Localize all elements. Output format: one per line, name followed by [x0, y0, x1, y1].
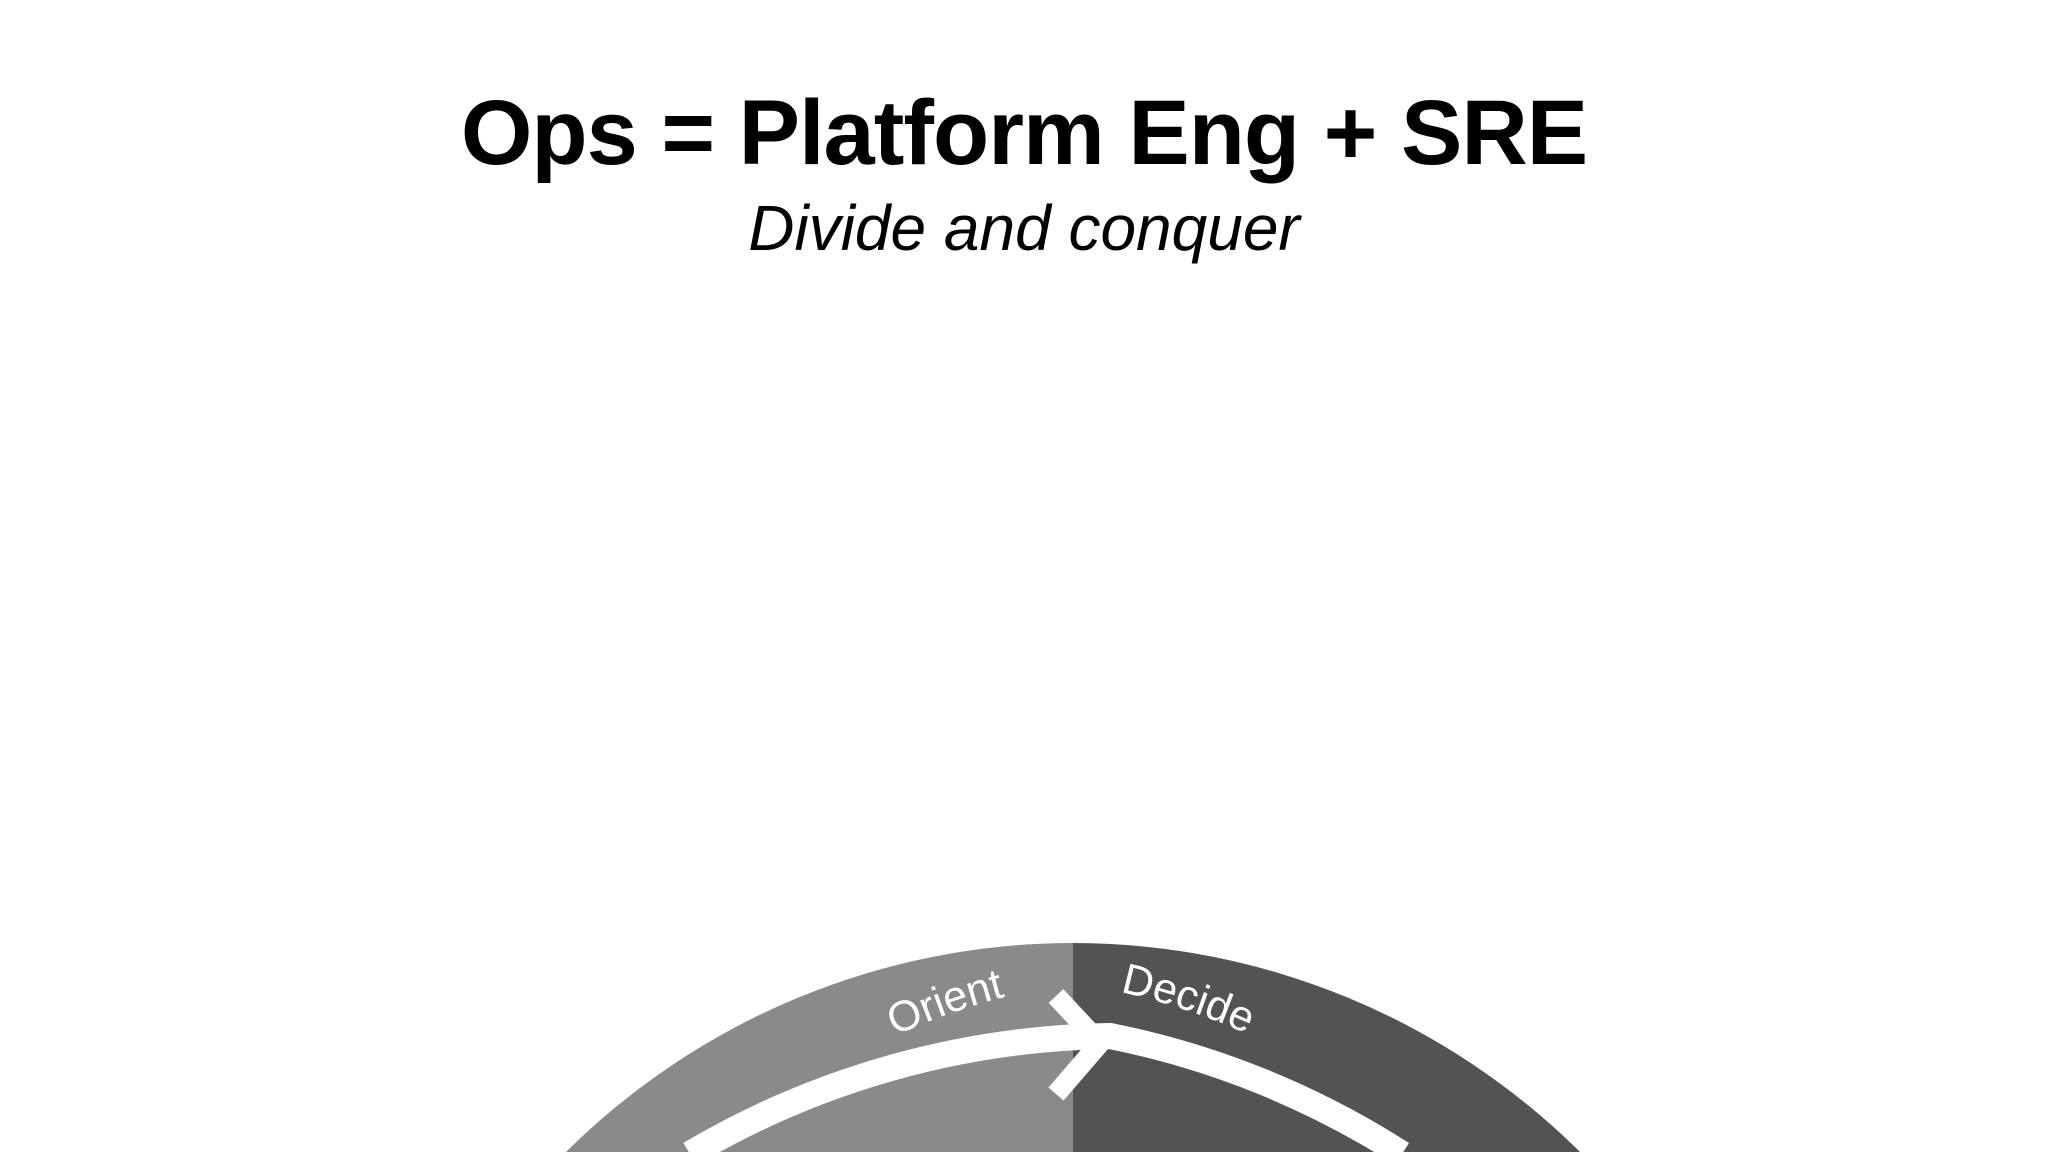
- page-title: Ops = Platform Eng + SRE: [460, 82, 1588, 184]
- page-subtitle: Divide and conquer: [748, 192, 1300, 264]
- loop-arrow-band: [683, 1022, 1410, 1152]
- decide-segment: [1073, 943, 1580, 1152]
- orient-segment: [566, 943, 1073, 1152]
- loop-arrowhead-icon: [1048, 989, 1114, 1101]
